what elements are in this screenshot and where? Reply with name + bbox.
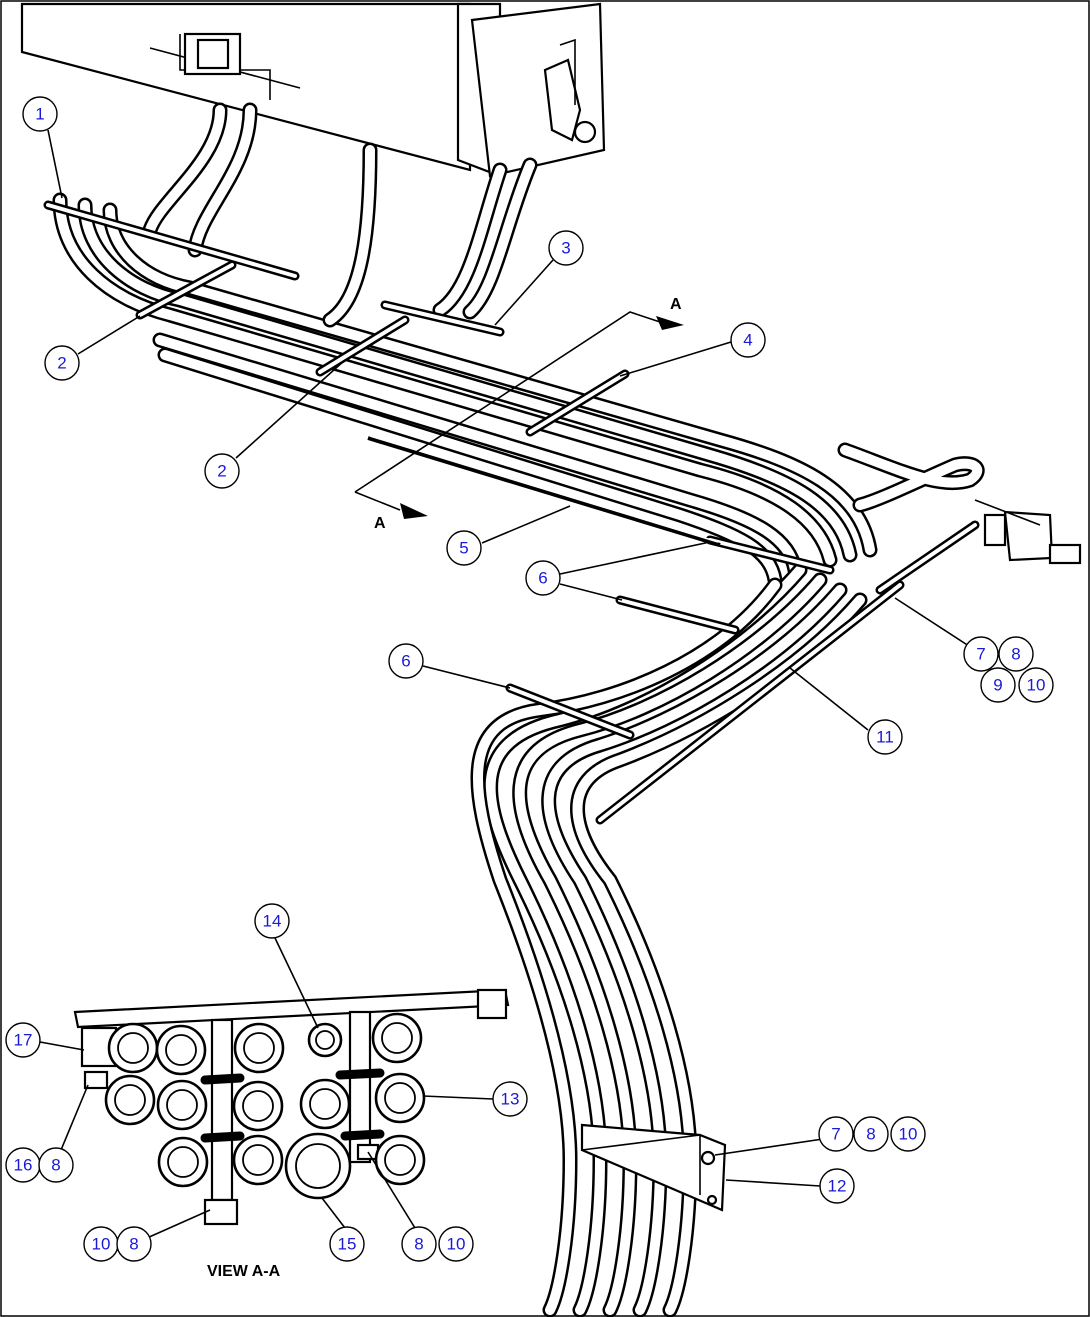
- callout-10: 10: [1018, 667, 1054, 703]
- callout-14: 14: [254, 903, 290, 939]
- svg-text:10: 10: [1027, 676, 1046, 695]
- leader-lines: [39, 129, 973, 1239]
- svg-text:17: 17: [14, 1031, 33, 1050]
- svg-text:9: 9: [993, 676, 1002, 695]
- main-hose-bundle: [52, 102, 985, 588]
- callout-2: 2: [44, 345, 80, 381]
- section-letter-top: A: [670, 296, 682, 313]
- callout-8: 8: [401, 1226, 437, 1262]
- svg-text:8: 8: [866, 1125, 875, 1144]
- callout-6: 6: [525, 560, 561, 596]
- view-a-a: VIEW A-A: [73, 988, 510, 1280]
- callout-10: 10: [438, 1226, 474, 1262]
- svg-text:8: 8: [129, 1235, 138, 1254]
- svg-text:10: 10: [92, 1235, 111, 1254]
- callout-5: 5: [446, 530, 482, 566]
- guide-rail-inner: [369, 435, 719, 543]
- callout-1: 1: [22, 96, 58, 132]
- callout-7: 7: [963, 636, 999, 672]
- svg-text:7: 7: [976, 645, 985, 664]
- svg-text:1: 1: [35, 105, 44, 124]
- callout-7: 7: [818, 1116, 854, 1152]
- svg-text:16: 16: [14, 1156, 33, 1175]
- hose-end-fitting: [974, 499, 1082, 565]
- svg-text:11: 11: [876, 728, 894, 747]
- svg-text:6: 6: [538, 569, 547, 588]
- callout-11: 11: [867, 719, 903, 755]
- svg-text:7: 7: [831, 1125, 840, 1144]
- svg-text:15: 15: [338, 1235, 357, 1254]
- hose-cross-sections: [104, 1012, 426, 1200]
- clamp-bars: [43, 200, 980, 825]
- svg-text:2: 2: [217, 462, 226, 481]
- callout-3: 3: [548, 230, 584, 266]
- callout-15: 15: [329, 1226, 365, 1262]
- svg-text:8: 8: [414, 1235, 423, 1254]
- callout-4: 4: [730, 322, 766, 358]
- callout-8: 8: [116, 1226, 152, 1262]
- callout-17: 17: [5, 1022, 41, 1058]
- svg-text:8: 8: [1011, 645, 1020, 664]
- svg-text:3: 3: [561, 239, 570, 258]
- callout-8: 8: [998, 636, 1034, 672]
- svg-text:10: 10: [899, 1125, 918, 1144]
- callout-8: 8: [38, 1147, 74, 1183]
- svg-text:6: 6: [401, 652, 410, 671]
- section-cut-line: A A: [354, 296, 684, 532]
- svg-text:10: 10: [447, 1235, 466, 1254]
- section-letter-bottom: A: [374, 515, 386, 532]
- callout-13: 13: [492, 1081, 528, 1117]
- callout-2: 2: [204, 453, 240, 489]
- guide-rail: [367, 436, 721, 547]
- callouts: 1 2 2 3 4 5 6 6 7 8 9 10 11 7 8 10 12 14…: [5, 96, 1054, 1262]
- svg-text:14: 14: [263, 912, 282, 931]
- callout-8: 8: [853, 1116, 889, 1152]
- support-bracket: [580, 1123, 727, 1212]
- lower-hose-bundle: [470, 562, 868, 1317]
- callout-10: 10: [890, 1116, 926, 1152]
- svg-text:12: 12: [828, 1177, 847, 1196]
- callout-9: 9: [980, 667, 1016, 703]
- callout-16: 16: [5, 1147, 41, 1183]
- callout-12: 12: [819, 1168, 855, 1204]
- svg-text:13: 13: [501, 1090, 520, 1109]
- svg-text:2: 2: [57, 354, 66, 373]
- view-label: VIEW A-A: [207, 1263, 281, 1280]
- svg-text:5: 5: [459, 539, 468, 558]
- callout-6: 6: [388, 643, 424, 679]
- valve-housing: [20, 2, 606, 178]
- svg-text:8: 8: [51, 1156, 60, 1175]
- callout-10: 10: [83, 1226, 119, 1262]
- svg-text:4: 4: [743, 331, 752, 350]
